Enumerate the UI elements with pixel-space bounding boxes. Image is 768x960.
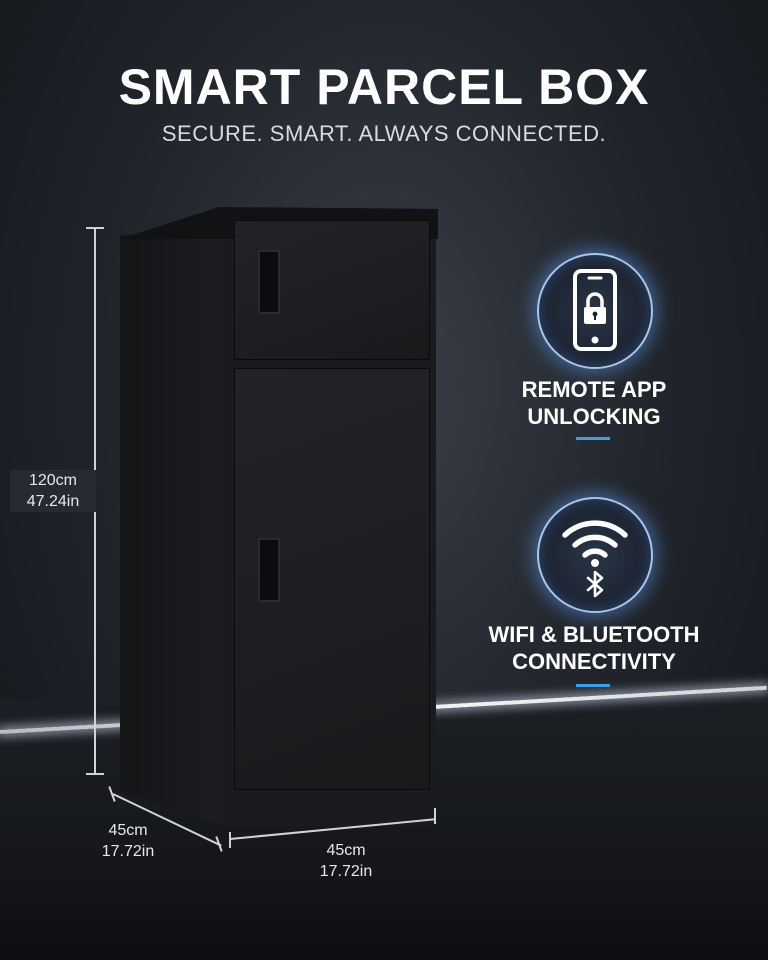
feature-connectivity-line2: CONNECTIVITY <box>512 649 676 674</box>
width-tick-right <box>434 808 436 824</box>
smartphone-lock-icon <box>573 269 617 351</box>
width-in: 17.72in <box>319 863 373 880</box>
feature-remote-app-line2: UNLOCKING <box>527 404 661 429</box>
upper-door-handle <box>258 250 280 314</box>
height-tick-bottom <box>86 773 104 775</box>
depth-cm: 45cm <box>108 822 148 839</box>
height-cm: 120cm <box>28 472 78 489</box>
feature-connectivity-accent <box>576 684 610 687</box>
depth-in: 17.72in <box>101 843 155 860</box>
page-title: SMART PARCEL BOX <box>118 59 650 115</box>
feature-connectivity-line1: WIFI & BLUETOOTH <box>488 622 700 647</box>
height-label: 120cm 47.24in <box>10 470 96 512</box>
feature-remote-app-label: REMOTE APP UNLOCKING <box>444 376 744 430</box>
feature-connectivity-label: WIFI & BLUETOOTH CONNECTIVITY <box>444 621 744 675</box>
lower-door-handle <box>258 538 280 602</box>
feature-remote-app-accent <box>576 437 610 440</box>
cabinet-side-panel <box>120 235 222 825</box>
page-subtitle: SECURE. SMART. ALWAYS CONNECTED. <box>161 121 607 146</box>
wifi-bluetooth-icon-badge <box>537 497 653 613</box>
width-cm: 45cm <box>326 842 366 859</box>
height-tick-top <box>86 227 104 229</box>
width-tick-left <box>229 832 231 848</box>
height-in: 47.24in <box>26 493 80 510</box>
depth-label: 45cm 17.72in <box>88 820 168 862</box>
width-label: 45cm 17.72in <box>306 840 386 882</box>
smartphone-lock-icon-badge <box>537 253 653 369</box>
wifi-bluetooth-icon <box>562 520 628 598</box>
feature-remote-app-line1: REMOTE APP <box>521 377 667 402</box>
